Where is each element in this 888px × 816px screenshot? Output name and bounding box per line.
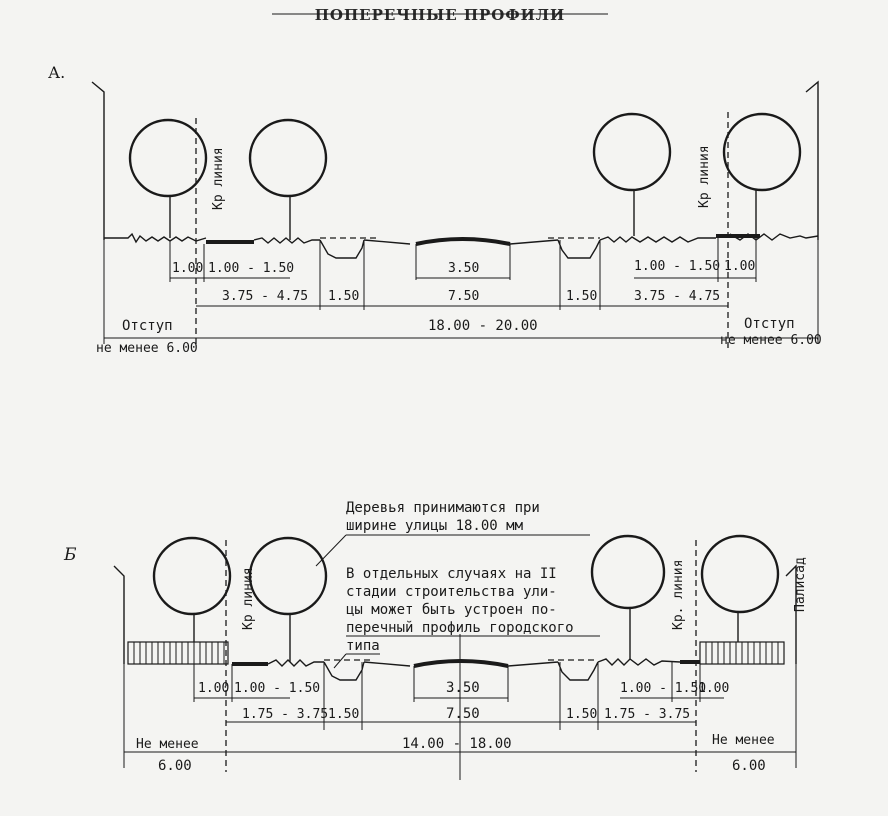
note-stage-line4: перечный профиль городского [346,620,574,636]
building-wall-right [805,80,819,240]
dim-a-1-2: 1.00 - 1.50 [208,261,294,276]
red-line-b-left-label: Кр линия [241,567,256,630]
dim-a-2-4: 1.50 [566,289,597,304]
dim-b-1-4: 1.00 - 1.50 [620,681,706,696]
tree-a-2 [248,118,328,240]
note-trees: Деревья принимаются при ширине улицы 18.… [315,500,590,567]
setback-b-right: Не менее [712,733,775,748]
setback-b-right-val: 6.00 [732,758,766,774]
note-trees-line1: Деревья принимаются при [346,500,540,516]
dim-b-1-5: 1.00 [698,681,729,696]
dim-b-3-center: 14.00 - 18.00 [402,736,512,752]
tree-b-2 [248,536,328,662]
note-stage-line3: цы может быть устроен по- [346,602,557,618]
dim-a-2-2: 1.50 [328,289,359,304]
setback-a-left: Отступ [122,318,173,334]
extension-lines-a [103,238,819,344]
dim-b-2-3: 7.50 [446,706,480,722]
red-line-b-right-label: Кр. линия [671,560,686,630]
dim-a-1-3: 3.50 [448,261,479,276]
dim-b-1-3: 3.50 [446,680,480,696]
note-stage-line1: В отдельных случаях на II [346,566,557,582]
dim-b-1-1: 1.00 [198,681,229,696]
dim-a-3-center: 18.00 - 20.00 [428,318,538,334]
ground-profile-a [104,232,819,280]
dim-row-a-3: Отступ не менее 6.00 18.00 - 20.00 Отсту… [96,316,822,356]
dim-b-1-2: 1.00 - 1.50 [234,681,320,696]
setback-a-right-min: не менее 6.00 [720,333,822,348]
red-line-a-right-label: Кр линия [697,145,712,208]
building-wall-b-left [113,565,125,664]
note-stage-line5: типа [346,638,380,654]
red-line-a-left-label: Кр линия [211,147,226,210]
setback-a-right: Отступ [744,316,795,332]
dim-a-2-1: 3.75 - 4.75 [222,289,308,304]
dim-row-a-1: 1.00 1.00 - 1.50 3.50 1.00 - 1.50 1.00 [170,259,756,279]
section-a: А. [48,63,822,356]
note-trees-line2: ширине улицы 18.00 мм [346,518,524,534]
dim-a-2-5: 3.75 - 4.75 [634,289,720,304]
dim-a-1-1: 1.00 [172,261,203,276]
dim-b-2-4: 1.50 [566,707,597,722]
palisade-label: Палисад [793,557,808,612]
dim-row-b-2: 1.75 - 3.75 1.50 7.50 1.50 1.75 - 3.75 [226,706,696,723]
dim-a-1-4: 1.00 - 1.50 [634,259,720,274]
note-stage-two: В отдельных случаях на II стадии строите… [333,566,600,669]
dim-row-b-3: Не менее 6.00 14.00 - 18.00 Не менее 6.0… [124,733,796,774]
building-wall-b-right [785,564,797,664]
tree-b-4 [700,534,780,642]
setback-b-left: Не менее [136,737,199,752]
tree-b-1 [152,536,232,642]
dim-b-2-2: 1.50 [328,707,359,722]
drawing-title: ПОПЕРЕЧНЫЕ ПРОФИЛИ [315,6,565,24]
setback-a-left-min: не менее 6.00 [96,341,198,356]
carriageway-crown-b [413,659,509,668]
dim-a-2-3: 7.50 [448,289,479,304]
extension-lines-b [123,662,797,768]
section-b: Б [63,500,808,780]
tree-a-4 [722,112,802,236]
palisade-hatch-left [127,641,229,665]
dim-row-b-1: 1.00 1.00 - 1.50 3.50 1.00 - 1.50 1.00 [194,680,729,699]
tree-a-3 [592,112,672,236]
carriageway-crown-a [415,237,511,246]
setback-b-left-val: 6.00 [158,758,192,774]
dim-b-2-1: 1.75 - 3.75 [242,707,328,722]
building-wall-left [91,81,105,240]
section-b-label: Б [63,545,77,565]
palisade-hatch-right [699,641,785,665]
section-a-label: А. [48,63,65,82]
dim-row-a-2: 3.75 - 4.75 1.50 7.50 1.50 3.75 - 4.75 [196,289,728,307]
tree-b-3 [590,534,666,660]
note-stage-line2: стадии строительства ули- [346,584,557,600]
dim-b-2-5: 1.75 - 3.75 [604,707,690,722]
tree-a-1 [128,118,208,238]
dim-a-1-5: 1.00 [724,259,755,274]
